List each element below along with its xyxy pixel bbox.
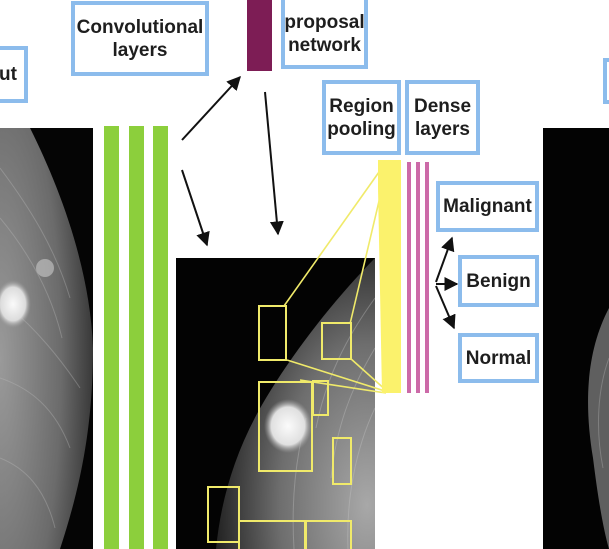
input-label: ut (0, 46, 28, 103)
rpn-label-line1: proposal (284, 12, 365, 33)
arrow-to-normal (435, 285, 456, 330)
proposal-box (332, 437, 352, 485)
normal-label: Normal (458, 333, 539, 383)
arrow-rpn-to-image (264, 91, 284, 236)
dense-layer-bar (425, 162, 429, 393)
region-label-line2: pooling (327, 118, 396, 140)
input-label-text: ut (0, 64, 17, 85)
region-pooling-bar (378, 160, 401, 393)
conv-label-line1: Convolutional (76, 16, 204, 38)
region-label-line1: Region (329, 95, 394, 117)
dense-layer-bar (407, 162, 411, 393)
conv-label-line2: layers (112, 39, 168, 61)
proposal-box (258, 381, 313, 472)
proposal-box (207, 486, 240, 543)
dense-label-line2: layers (415, 118, 470, 140)
conv-layer-bar (153, 126, 168, 549)
dense-layer-bar (416, 162, 420, 393)
proposal-box (312, 380, 329, 416)
proposal-box (321, 322, 352, 360)
dense-label-line1: Dense (413, 95, 472, 117)
region-pooling-label: Region pooling (322, 80, 401, 155)
arrow-conv-to-image (181, 169, 210, 247)
proposal-box (258, 305, 287, 361)
malignant-text: Malignant (443, 196, 532, 217)
arrow-conv-to-rpn (181, 75, 241, 141)
proposal-box (238, 520, 306, 549)
conv-layer-bar (129, 126, 144, 549)
benign-text: Benign (466, 270, 531, 292)
rpn-block (247, 0, 272, 71)
mammogram-input-image (0, 128, 93, 549)
conv-layer-bar (104, 126, 119, 549)
proposal-box (305, 520, 352, 549)
malignant-label: Malignant (436, 181, 539, 232)
arrow-to-malignant (435, 236, 455, 283)
conv-layers-label: Convolutional layers (71, 1, 209, 76)
proposal-boxes (207, 305, 352, 549)
rpn-label-line2: network (288, 35, 361, 56)
output-label-edge (603, 58, 609, 104)
benign-label: Benign (458, 255, 539, 307)
dense-layers-label: Dense layers (405, 80, 480, 155)
mammogram-output-image (543, 128, 609, 549)
normal-text: Normal (465, 347, 532, 369)
rpn-label: proposal network (281, 0, 368, 69)
